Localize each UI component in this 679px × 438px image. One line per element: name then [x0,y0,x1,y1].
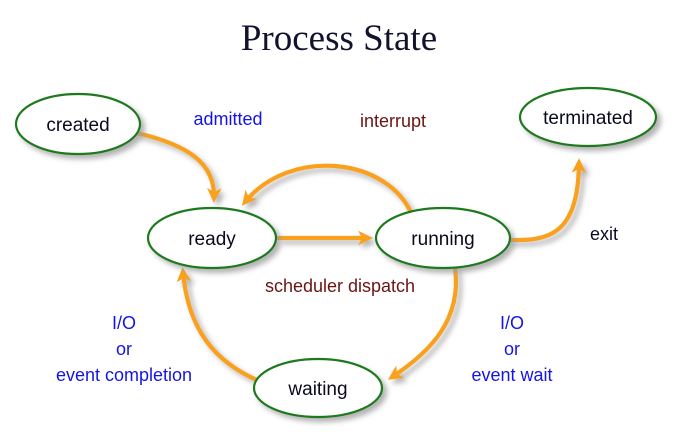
edge-label-io-event-wait-line-3: event wait [471,365,552,385]
edge-label-admitted: admitted [193,109,262,129]
edge-label-io-event-completion-line-3: event completion [56,365,192,385]
edge-label-io-event-wait-line-1: I/O [500,313,524,333]
edge-label-io-event-completion: I/O or event completion [56,313,192,385]
node-terminated[interactable]: terminated [518,86,658,148]
node-label-ready: ready [188,229,236,250]
edges-layer [134,130,587,384]
edge-io-event-wait [387,265,459,380]
edge-label-exit: exit [590,224,618,244]
node-running[interactable]: running [374,206,512,270]
edge-admitted [134,130,222,203]
nodes-layer: created terminated ready running waiting [14,86,658,419]
node-label-created: created [46,115,109,136]
edge-label-io-event-wait: I/O or event wait [471,313,552,385]
edge-io-event-completion [176,267,262,384]
node-waiting[interactable]: waiting [252,357,384,419]
node-label-running: running [411,229,474,250]
edge-label-scheduler-dispatch: scheduler dispatch [265,276,415,296]
edge-labels-layer: admitted interrupt scheduler dispatch ex… [56,109,618,385]
node-label-terminated: terminated [543,108,633,129]
edge-label-io-event-completion-line-1: I/O [112,313,136,333]
edge-label-io-event-wait-line-2: or [504,339,520,359]
edge-exit [506,158,587,243]
node-created[interactable]: created [14,92,142,156]
node-ready[interactable]: ready [146,206,278,270]
edge-label-interrupt: interrupt [360,111,426,131]
edge-label-io-event-completion-line-2: or [116,339,132,359]
node-label-waiting: waiting [287,379,347,400]
page-title: Process State [241,18,437,59]
edge-interrupt [241,163,415,218]
